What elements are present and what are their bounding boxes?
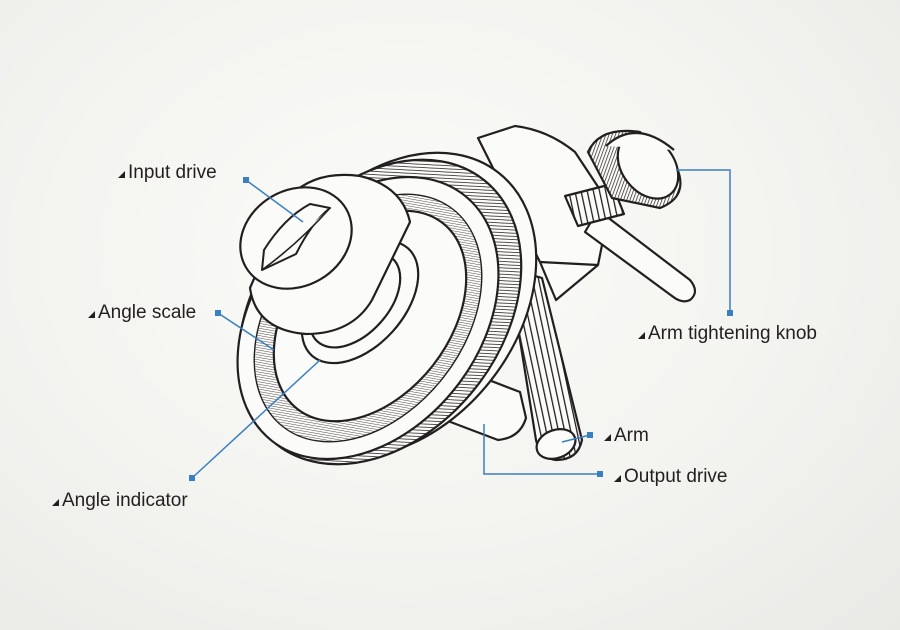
leader-arm-tightening-knob [676, 169, 733, 316]
label-pointer-triangle-icon [604, 434, 611, 441]
label-pointer-triangle-icon [88, 311, 95, 318]
leader-angle-indicator [189, 359, 321, 481]
leader-output-drive [483, 424, 603, 477]
label-pointer-triangle-icon [614, 475, 621, 482]
leader-angle-scale [215, 310, 275, 351]
leader-arm [561, 432, 593, 443]
leader-input-drive [243, 177, 304, 223]
label-pointer-triangle-icon [638, 332, 645, 339]
arm-holder-bracket [476, 124, 612, 302]
label-arm-tightening-knob: Arm tightening knob [638, 324, 817, 343]
gauge-body [236, 124, 697, 466]
knob-head [586, 129, 682, 210]
leader-lines [189, 169, 733, 481]
input-drive-square-hole [261, 203, 331, 271]
label-arm: Arm [604, 426, 649, 445]
knob-rod [583, 208, 697, 303]
label-pointer-triangle-icon [52, 499, 59, 506]
label-angle-indicator: Angle indicator [52, 491, 188, 510]
label-pointer-triangle-icon [118, 171, 125, 178]
label-input-drive: Input drive [118, 163, 217, 182]
label-angle-scale: Angle scale [88, 303, 196, 322]
label-output-drive: Output drive [614, 467, 728, 486]
arm-rod [510, 274, 584, 462]
